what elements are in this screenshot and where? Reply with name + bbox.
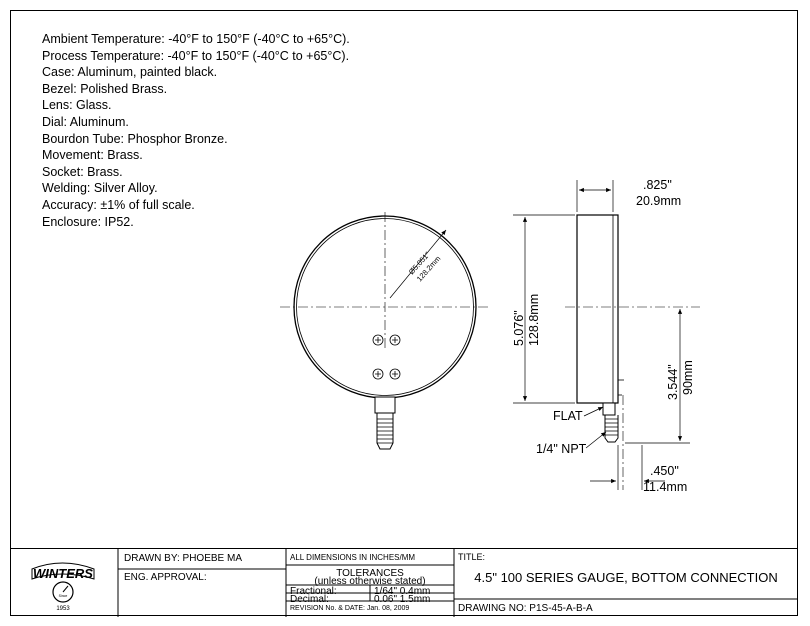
front-connection-stem — [374, 396, 396, 450]
spec-ambient-temperature: Ambient Temperature: -40°F to 150°F (-40… — [42, 32, 350, 46]
screw-group — [372, 334, 401, 380]
logo-since: Since — [59, 594, 68, 598]
spec-socket: Socket: Brass. — [42, 164, 123, 179]
screw-icon — [389, 368, 401, 380]
engineering-approval: ENG. APPROVAL: — [124, 572, 207, 583]
decimal-label: Decimal: — [290, 594, 329, 605]
tolerances-note: (unless otherwise stated) — [314, 576, 426, 587]
fractional-label: Fractional: — [290, 586, 337, 597]
logo-wordmark: WINTERS — [33, 566, 93, 581]
spec-enclosure: Enclosure: IP52. — [42, 214, 134, 229]
fractional-value: 1/64" 0.4mm — [374, 586, 431, 597]
specifications-list: Ambient Temperature: -40°F to 150°F (-40… — [42, 31, 350, 230]
revision-date: REVISION No. & DATE: Jan. 08, 2009 — [290, 605, 410, 612]
spec-bezel: Bezel: Polished Brass. — [42, 81, 168, 96]
center-inch-label: 3.544" — [666, 364, 680, 400]
drawn-by: DRAWN BY: PHOEBE MA — [124, 553, 242, 564]
spec-process-temperature: Process Temperature: -40°F to 150°F (-40… — [42, 48, 350, 63]
spec-lens: Lens: Glass. — [42, 98, 112, 113]
spec-accuracy: Accuracy: ±1% of full scale. — [42, 197, 195, 212]
screw-icon — [389, 334, 401, 346]
spec-dial: Dial: Aluminum. — [42, 114, 129, 129]
screw-icon — [372, 334, 384, 346]
drawing-border — [10, 10, 798, 616]
tolerances-heading: TOLERANCES — [336, 568, 404, 579]
height-inch-label: 5.076" — [512, 310, 526, 346]
title-block: WINTERS Since 1953 DRAWN BY: PHOEBE MA E… — [10, 548, 798, 617]
npt-callout-label: 1/4" NPT — [536, 442, 587, 456]
drawing-number: DRAWING NO: P1S-45-A-B-A — [458, 603, 593, 614]
diameter-leader — [389, 229, 447, 299]
flat-callout-label: FLAT — [553, 409, 583, 423]
spec-bourdon-tube: Bourdon Tube: Phosphor Bronze. — [42, 131, 228, 146]
center-mm-label: 90mm — [681, 360, 695, 395]
screw-icon — [372, 368, 384, 380]
logo-year: 1953 — [56, 606, 70, 612]
front-view: Ø5.051" 128.2mm — [280, 212, 490, 450]
spec-case: Case: Aluminum, painted black. — [42, 65, 218, 80]
spec-welding: Welding: Silver Alloy. — [42, 181, 158, 196]
decimal-value: 0.06" 1.5mm — [374, 594, 431, 605]
all-dimensions-note: ALL DIMENSIONS IN INCHES/MM — [290, 553, 416, 562]
drawing-title: 4.5" 100 SERIES GAUGE, BOTTOM CONNECTION — [474, 570, 778, 585]
side-connection-stem — [602, 402, 619, 443]
spec-movement: Movement: Brass. — [42, 148, 143, 163]
company-logo: WINTERS Since 1953 — [10, 549, 118, 617]
stem-inch-label: .450" — [650, 464, 679, 478]
depth-inch-label: .825" — [643, 178, 672, 192]
stem-mm-label: 11.4mm — [643, 480, 687, 494]
depth-mm-label: 20.9mm — [636, 194, 681, 208]
side-view: .825" 20.9mm 5.076" 128.8mm 3.544" 90mm … — [512, 178, 700, 494]
side-case — [576, 214, 619, 404]
technical-drawing: Ø5.051" 128.2mm — [280, 178, 700, 494]
title-label: TITLE: — [458, 552, 486, 562]
height-mm-label: 128.8mm — [527, 294, 541, 346]
